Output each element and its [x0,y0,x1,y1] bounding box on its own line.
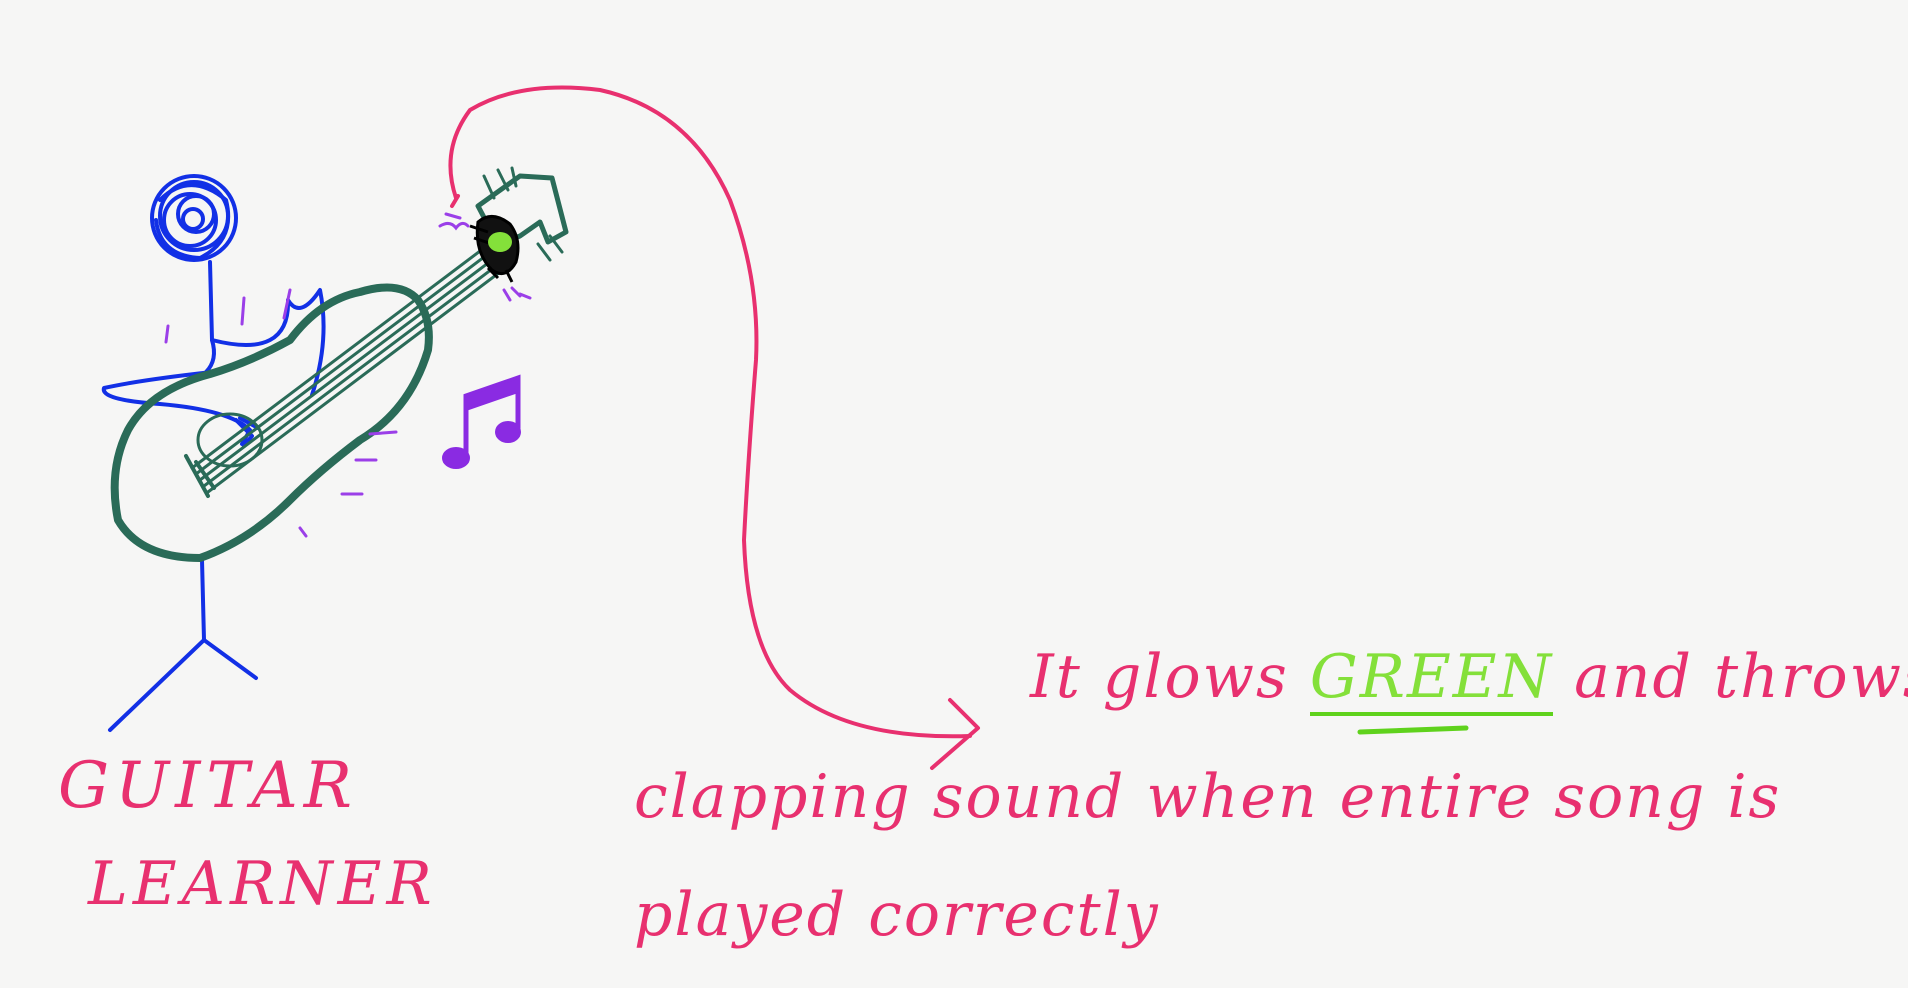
figure-label-line-1: GUITAR [58,749,358,823]
green-underline [1357,725,1469,735]
note-line-1-start: It glows [1030,642,1289,712]
figure-body [204,260,216,374]
sensor-green-light [488,232,512,252]
figure-lower-body [200,558,206,642]
note-line-1: It glows GREEN and throws [1030,640,1908,716]
figure-left-leg [108,638,206,732]
figure-right-arm [210,288,326,397]
sensor-scribbles [469,224,514,283]
vibration-marks [164,212,532,538]
note-highlight-green: GREEN [1309,642,1554,716]
music-note-icon [442,374,521,469]
note-line-2: clapping sound when entire song is [634,762,1782,832]
guitar-bridge [184,454,216,498]
note-line-1-end: and throws [1574,642,1908,712]
figure-head [150,174,238,262]
guitar-neck [190,234,518,494]
glow-sensor-icon [469,215,520,283]
curved-arrow-icon [448,85,980,770]
guitar-icon [110,166,569,562]
guitar-pegs [482,166,564,262]
figure-label-line-2: LEARNER [88,849,437,919]
guitar-body [110,283,433,562]
figure-right-leg [202,638,258,680]
stick-figure-icon [101,174,326,732]
note-line-3: played correctly [634,880,1160,950]
figure-hand [234,416,260,448]
